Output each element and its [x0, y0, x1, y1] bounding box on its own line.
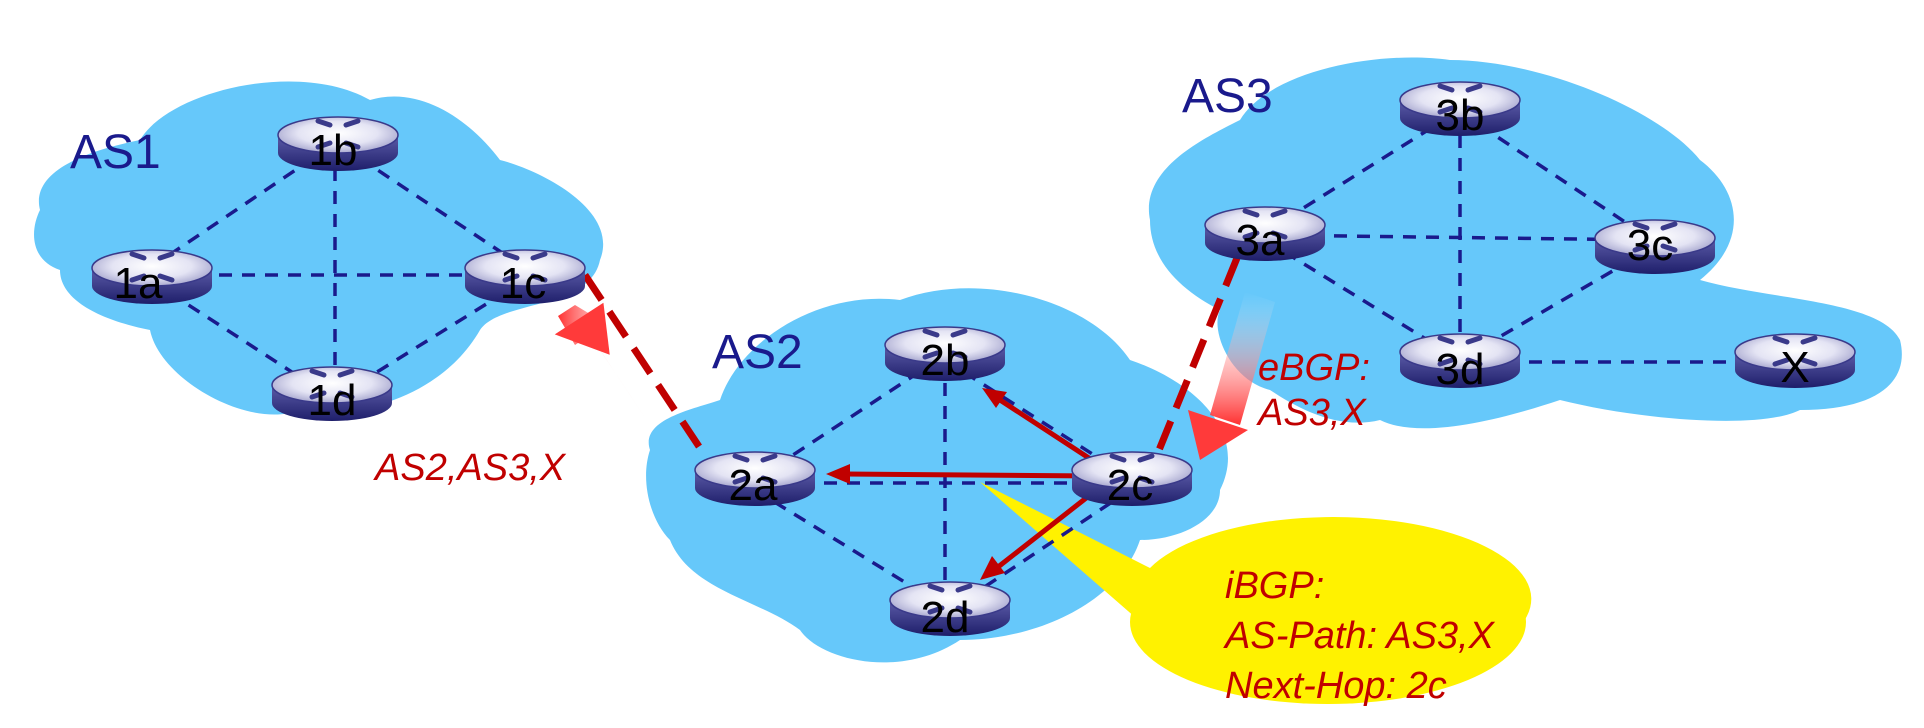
ibgp-arrow-2c-2a	[844, 471, 1096, 479]
as1-label: AS1	[70, 126, 161, 179]
svg-text:X: X	[1780, 343, 1809, 392]
ebgp-note-line1: eBGP:	[1258, 347, 1370, 389]
as2-advertisement-note: AS2,AS3,X	[373, 447, 567, 489]
svg-text:3b: 3b	[1436, 91, 1485, 140]
ibgp-note-line1: iBGP:	[1225, 565, 1324, 607]
ibgp-arrow-2c-2b	[998, 397, 1097, 465]
ibgp-note-line2: AS-Path: AS3,X	[1223, 615, 1496, 657]
svg-text:3d: 3d	[1436, 345, 1485, 394]
svg-text:2d: 2d	[921, 593, 970, 642]
router-3a: 3a	[1205, 207, 1325, 265]
svg-text:2b: 2b	[921, 336, 970, 385]
router-2c: 2c	[1072, 452, 1192, 510]
link-3b-3c	[1459, 110, 1653, 242]
ebgp-session-1c-2a	[582, 273, 703, 450]
svg-text:1a: 1a	[114, 259, 163, 308]
router-1d: 1d	[272, 367, 392, 425]
as3-label: AS3	[1182, 70, 1273, 123]
svg-text:3c: 3c	[1627, 221, 1673, 270]
router-1b: 1b	[278, 117, 398, 175]
ebgp-session-3a-2c	[1151, 256, 1241, 462]
svg-text:1c: 1c	[500, 259, 546, 308]
advert-arrow-as3-to-as2	[1210, 292, 1275, 425]
svg-text:2a: 2a	[729, 461, 778, 510]
svg-text:1b: 1b	[309, 126, 358, 175]
link-1b-1c	[339, 143, 526, 270]
svg-text:2c: 2c	[1107, 461, 1153, 510]
router-3d: 3d	[1400, 334, 1520, 394]
router-2b: 2b	[885, 327, 1005, 385]
router-2d: 2d	[890, 582, 1010, 642]
router-1c: 1c	[465, 250, 585, 308]
svg-text:3a: 3a	[1236, 216, 1285, 265]
as2-label: AS2	[712, 326, 803, 379]
as1-cloud	[34, 81, 604, 415]
svg-text:1d: 1d	[308, 376, 357, 425]
ibgp-arrow-2c-2d	[996, 493, 1092, 569]
router-2a: 2a	[695, 452, 815, 510]
as3-cloud	[1148, 57, 1902, 429]
router-x: X	[1735, 334, 1855, 392]
ibgp-note-line3: Next-Hop: 2c	[1225, 665, 1447, 707]
router-1a: 1a	[92, 250, 212, 308]
router-3b: 3b	[1400, 82, 1520, 140]
ebgp-note-line2: AS3,X	[1256, 392, 1367, 434]
advert-arrow-as3-to-as2-head	[1188, 410, 1248, 460]
advert-arrow-as2-to-as1-head	[554, 302, 610, 355]
router-3c: 3c	[1595, 220, 1715, 274]
